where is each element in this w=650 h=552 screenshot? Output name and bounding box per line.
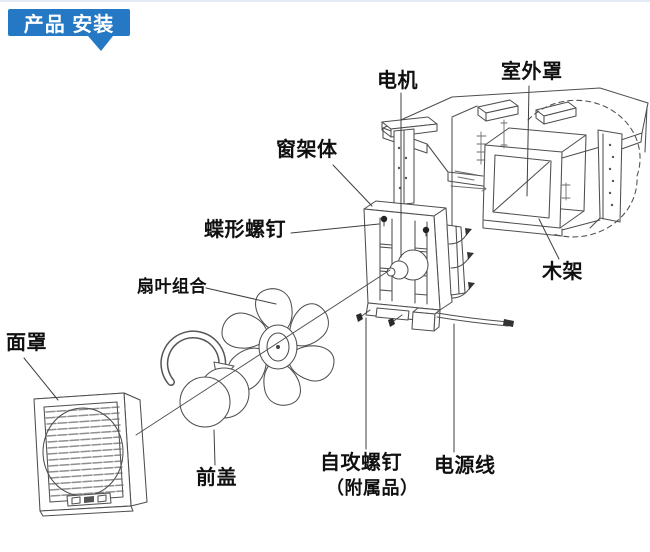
leader-lines xyxy=(23,85,560,466)
assembly-axis-line xyxy=(135,269,391,436)
label-power-cord: 电源线 xyxy=(434,455,496,477)
label-motor: 电机 xyxy=(377,70,418,92)
section-badge-label: 产品 安装 xyxy=(23,14,115,36)
airflow-arrows xyxy=(448,228,475,299)
self-tapping-screw-glyphs xyxy=(356,309,403,327)
label-butterfly-screw: 蝶形螺钉 xyxy=(204,219,286,241)
label-self-tapping-screw: 自攻螺钉 xyxy=(320,452,402,474)
fan-blade-assembly-drawing xyxy=(221,288,335,406)
power-cord-drawing xyxy=(436,312,514,327)
label-window-frame-body: 窗架体 xyxy=(276,139,338,161)
label-face-cover: 面罩 xyxy=(6,332,47,354)
section-badge: 产品 安装 xyxy=(8,9,130,36)
label-self-tapping-screw-note: （附属品） xyxy=(326,478,419,498)
wood-counter-drawing xyxy=(382,87,649,231)
label-fan-blade-assembly: 扇叶组合 xyxy=(137,277,207,296)
label-front-cap: 前盖 xyxy=(196,467,237,489)
label-wood-frame: 木架 xyxy=(542,261,583,283)
butterfly-screw-glyphs xyxy=(380,215,430,237)
wood-hole-dashed-arc xyxy=(527,99,641,238)
top-divider-line-soft xyxy=(0,0,650,2)
dimension-marks xyxy=(450,119,571,201)
front-cap-drawing xyxy=(160,330,250,428)
face-cover-drawing xyxy=(33,392,148,517)
outdoor-opening-frame-drawing xyxy=(482,127,601,237)
mount-plank-drawing xyxy=(381,116,438,206)
window-frame-body-drawing xyxy=(356,200,514,332)
label-outdoor-cover: 室外罩 xyxy=(501,61,563,83)
section-badge-pointer xyxy=(88,36,113,51)
